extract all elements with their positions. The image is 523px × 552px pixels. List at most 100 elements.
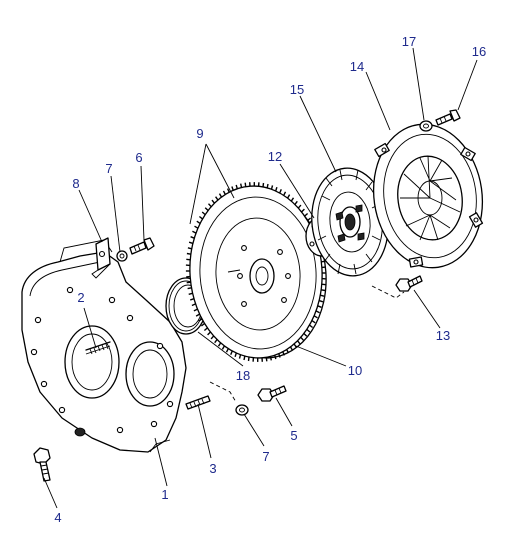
gear-tooth (230, 350, 233, 355)
washer-part-7-upper (116, 250, 128, 262)
gear-tooth (198, 318, 203, 322)
gear-tooth (290, 197, 295, 202)
gear-tooth (270, 185, 274, 190)
gear-tooth (198, 215, 203, 220)
bolt-part-13 (395, 275, 423, 292)
gear-tooth (311, 320, 316, 324)
gear-tooth (279, 189, 282, 194)
gear-tooth (317, 305, 322, 308)
callout-8: 8 (72, 176, 79, 191)
gear-tooth (247, 356, 250, 362)
gear-tooth (231, 186, 234, 191)
gear-tooth (269, 356, 272, 361)
gear-tooth (215, 196, 219, 201)
gear-tooth (294, 200, 298, 205)
gear-tooth (304, 212, 309, 217)
gear-tooth (235, 184, 238, 189)
gear-tooth (195, 313, 200, 317)
callout-16: 16 (472, 44, 486, 59)
gear-tooth (301, 208, 305, 213)
gear-tooth (218, 193, 223, 198)
flywheel-part-10 (185, 182, 327, 362)
gear-tooth (286, 194, 291, 199)
gear-tooth (266, 183, 269, 189)
gear-tooth (320, 294, 325, 297)
gear-tooth (275, 186, 278, 192)
gear-tooth (187, 287, 192, 290)
gear-tooth (243, 355, 246, 361)
flywheel-housing-part-1 (21, 239, 187, 453)
pressure-plate-part-14 (372, 123, 484, 269)
gear-tooth (226, 188, 230, 193)
gear-tooth (265, 357, 268, 362)
gear-tooth (187, 247, 192, 250)
gear-tooth (186, 252, 192, 255)
gear-tooth (244, 182, 247, 187)
gear-tooth (186, 281, 191, 284)
gear-tooth (203, 327, 208, 332)
callout-7-upper: 7 (105, 161, 112, 176)
gear-tooth (200, 322, 206, 327)
bolt-part-4 (33, 447, 51, 482)
bolt-part-16 (435, 109, 461, 126)
callout-4: 4 (54, 510, 61, 525)
leader-lines (43, 47, 478, 509)
bolt-part-6 (129, 237, 155, 255)
gear-tooth (191, 303, 196, 307)
callout-3: 3 (209, 461, 216, 476)
callout-14: 14 (350, 59, 364, 74)
gear-tooth (320, 289, 326, 292)
gear-tooth (309, 324, 314, 329)
gear-tooth (318, 299, 324, 303)
gear-tooth (201, 211, 206, 216)
gear-tooth (306, 328, 311, 333)
washer-part-7-lower (235, 404, 249, 416)
gear-tooth (303, 332, 308, 337)
gear-tooth (211, 199, 215, 204)
bracket-part-8 (91, 237, 111, 279)
gear-tooth (297, 340, 301, 345)
stud-part-3 (185, 395, 211, 410)
clutch-plate-part-15 (311, 167, 389, 277)
gear-tooth (189, 298, 195, 301)
gear-tooth (188, 241, 194, 245)
callout-2: 2 (77, 290, 84, 305)
gear-tooth (186, 258, 191, 261)
gear-tooth (188, 292, 193, 295)
callout-17: 17 (402, 34, 416, 49)
gear-tooth (315, 310, 320, 314)
gear-tooth (207, 203, 212, 208)
gear-tooth (274, 355, 277, 360)
callout-labels: 1 2 3 4 5 6 7 7 8 9 10 12 13 14 15 16 17… (54, 34, 486, 525)
gear-tooth (313, 315, 318, 319)
ring-gear-teeth (185, 182, 327, 362)
gear-tooth (217, 342, 222, 347)
callout-13: 13 (436, 328, 450, 343)
gear-tooth (190, 236, 195, 239)
callout-9: 9 (196, 126, 203, 141)
gear-tooth (293, 343, 297, 348)
gear-tooth (234, 352, 237, 358)
gear-tooth (238, 354, 242, 359)
gear-tooth (221, 345, 226, 350)
gear-tooth (193, 308, 198, 312)
stud-part-2 (85, 341, 111, 355)
bolt-part-5 (257, 385, 287, 402)
gear-tooth (278, 353, 281, 358)
gear-tooth (210, 335, 215, 340)
callout-5: 5 (290, 428, 297, 443)
callout-7-lower: 7 (262, 449, 269, 464)
washer-part-17 (419, 120, 433, 132)
callout-15: 15 (290, 82, 304, 97)
gear-tooth (204, 207, 209, 212)
gear-tooth (192, 230, 197, 234)
callout-1: 1 (161, 487, 168, 502)
gear-tooth (222, 190, 226, 195)
gear-tooth (321, 283, 326, 286)
callout-10: 10 (348, 363, 362, 378)
gear-tooth (194, 225, 199, 229)
gear-tooth (300, 336, 305, 341)
callout-18: 18 (236, 368, 250, 383)
gear-tooth (289, 346, 294, 351)
